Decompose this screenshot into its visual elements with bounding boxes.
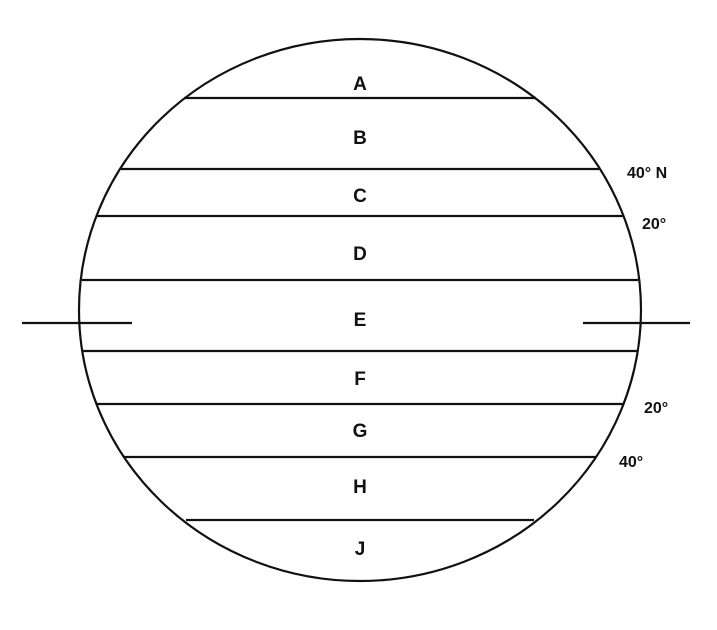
latitude-label-40n: 40° N <box>627 165 667 182</box>
zone-label-c: C <box>353 186 367 207</box>
latitude-label-20s: 20° <box>644 400 668 417</box>
zone-label-b: B <box>353 128 367 149</box>
zone-label-a: A <box>353 74 367 95</box>
latitude-label-20n: 20° <box>642 216 666 233</box>
zone-label-h: H <box>353 477 367 498</box>
zone-label-j: J <box>355 539 366 560</box>
latitude-label-40s: 40° <box>619 454 643 471</box>
zone-label-f: F <box>354 369 366 390</box>
zone-label-d: D <box>353 244 367 265</box>
globe-outline <box>77 37 643 583</box>
zone-label-e: E <box>354 310 367 331</box>
zone-label-g: G <box>353 421 368 442</box>
